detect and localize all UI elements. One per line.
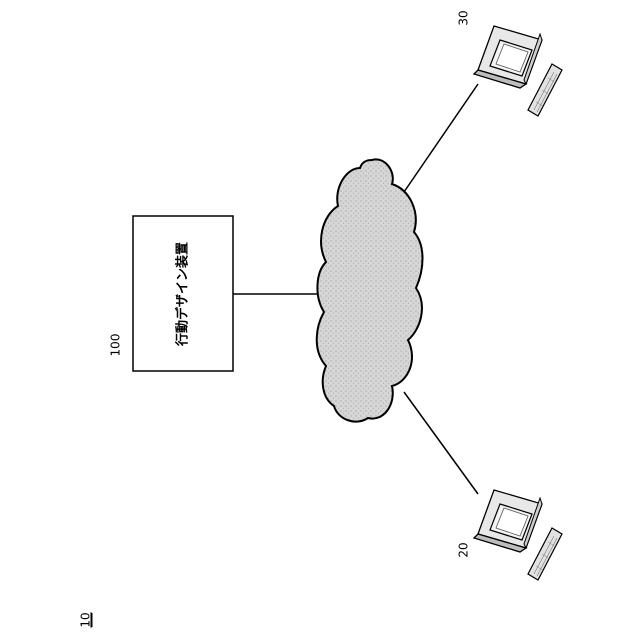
device-100: 行動デザイン装置 100 (109, 216, 234, 371)
terminal-30-ref: 30 (457, 10, 471, 25)
terminal-20-ref: 20 (457, 542, 471, 557)
figure-ref: 10 (79, 612, 93, 627)
device-ref: 100 (109, 334, 123, 357)
terminal-20: 20 (457, 490, 563, 580)
device-label: 行動デザイン装置 (175, 242, 191, 347)
link-network-to-terminal-30 (404, 84, 478, 192)
computer-terminal-icon (474, 26, 562, 116)
cloud-icon (317, 159, 423, 421)
computer-terminal-icon (474, 490, 562, 580)
link-network-to-terminal-20 (404, 392, 478, 494)
terminal-30: 30 (457, 10, 563, 116)
